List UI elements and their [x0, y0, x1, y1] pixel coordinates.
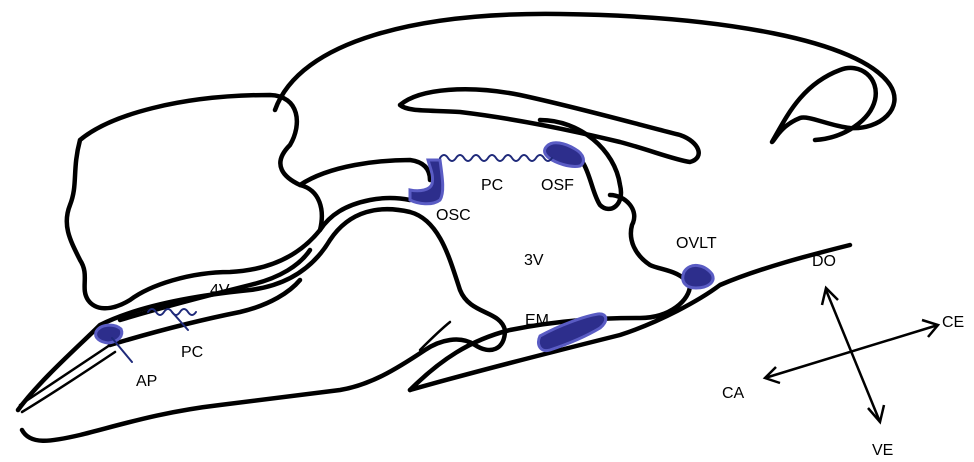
orientation-compass	[765, 288, 938, 422]
ovlt-organ	[683, 265, 713, 288]
label-dorsal: DO	[812, 253, 836, 270]
label-osc: OSC	[436, 207, 471, 224]
cerebellum-outline	[67, 95, 322, 308]
label-4v: 4V	[210, 282, 230, 299]
hypothalamus-floor	[410, 195, 690, 390]
label-pc-upper: PC	[481, 177, 503, 194]
spinal-line-1	[20, 345, 110, 405]
label-ventral: VE	[872, 442, 893, 459]
osf-organ	[545, 143, 584, 167]
label-ovlt: OVLT	[676, 235, 717, 252]
spinal-line-2	[22, 352, 115, 412]
brainstem-outline	[18, 209, 505, 441]
label-pc-lower: PC	[181, 344, 203, 361]
cortex-outline	[275, 14, 894, 142]
choroid-plexus-upper	[440, 155, 552, 161]
ap-organ	[96, 325, 122, 343]
label-caudal: CA	[722, 385, 745, 402]
label-cephalic: CE	[942, 314, 964, 331]
label-osf: OSF	[541, 177, 574, 194]
midbrain-roof	[300, 160, 430, 185]
label-ap: AP	[136, 373, 157, 390]
label-3v: 3V	[524, 252, 544, 269]
label-em: EM	[525, 312, 549, 329]
